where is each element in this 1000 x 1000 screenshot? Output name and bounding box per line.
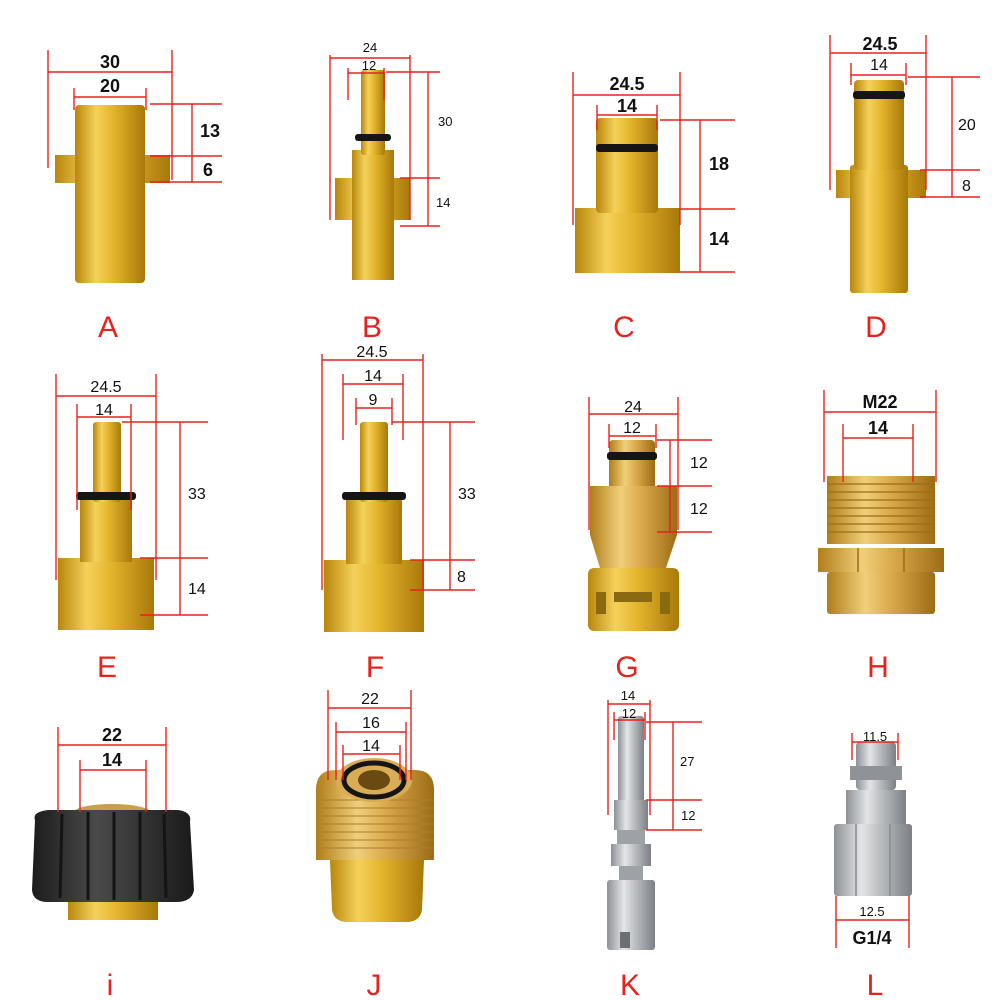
dim-j-mid: 16	[362, 715, 380, 732]
dim-d-outer: 24.5	[862, 34, 897, 54]
fitting-l: 11.5 12.5 G1/4 L	[834, 729, 912, 1000]
dim-h-thread: M22	[862, 392, 897, 412]
dim-l-top: 11.5	[863, 729, 887, 744]
dim-g-inner: 12	[623, 420, 641, 437]
dim-b-outer: 24	[363, 40, 377, 55]
dim-a-flange: 6	[203, 160, 213, 180]
label-f: F	[366, 651, 384, 684]
dim-c-flange: 14	[709, 229, 729, 249]
dim-k-height: 27	[680, 754, 694, 769]
dim-f-height: 33	[458, 486, 476, 503]
dim-l-body: 12.5	[859, 904, 884, 919]
fitting-k: 14 12 27 12 K	[607, 688, 702, 1000]
dim-e-flange: 14	[188, 581, 206, 598]
label-l: L	[867, 969, 884, 1000]
label-d: D	[865, 311, 887, 344]
dim-a-outer: 30	[100, 52, 120, 72]
dim-g-flange: 12	[690, 501, 708, 518]
label-b: B	[362, 311, 382, 344]
dim-k-inner: 12	[622, 706, 636, 721]
dim-b-height: 30	[438, 114, 452, 129]
fitting-g: 24 12 12 12 G	[588, 397, 712, 684]
dim-i-inner: 14	[102, 750, 122, 770]
fitting-c: 24.5 14 18 14 C	[572, 72, 735, 344]
dim-f-inner: 9	[369, 392, 378, 409]
dim-a-inner: 20	[100, 76, 120, 96]
dim-d-flange: 8	[962, 178, 971, 195]
label-i: i	[107, 969, 114, 1000]
dim-f-outer: 24.5	[356, 344, 387, 361]
dim-k-outer: 14	[621, 688, 635, 703]
dim-i-outer: 22	[102, 725, 122, 745]
dim-f-mid: 14	[364, 368, 382, 385]
fitting-b: 24 12 30 14 B	[329, 40, 452, 344]
dim-e-inner: 14	[95, 402, 113, 419]
fitting-i: 22 14 i	[32, 725, 194, 1000]
dim-b-flange: 14	[436, 195, 450, 210]
dim-c-outer: 24.5	[609, 74, 644, 94]
dim-d-height: 20	[958, 117, 976, 134]
dim-c-inner: 14	[617, 96, 637, 116]
label-e: E	[97, 651, 117, 684]
dim-d-inner: 14	[870, 57, 888, 74]
dim-c-height: 18	[709, 154, 729, 174]
fitting-d: 24.5 14 20 8 D	[829, 34, 980, 344]
label-a: A	[98, 311, 118, 344]
dim-g-outer: 24	[624, 399, 642, 416]
fitting-e: 24.5 14 33 14 E	[55, 374, 208, 684]
fitting-h: M22 14 H	[818, 390, 944, 684]
fitting-j: 22 16 14 J	[316, 690, 434, 1000]
label-j: J	[367, 969, 382, 1000]
dim-h-inner: 14	[868, 418, 888, 438]
dim-e-height: 33	[188, 486, 206, 503]
dim-j-outer: 22	[361, 691, 379, 708]
fitting-a: 30 20 13 6 A	[47, 50, 222, 344]
dim-f-flange: 8	[457, 569, 466, 586]
dim-b-inner: 12	[362, 58, 376, 73]
dim-l-thread: G1/4	[852, 928, 891, 948]
dim-a-height: 13	[200, 121, 220, 141]
label-k: K	[620, 969, 640, 1000]
dim-k-collar: 12	[681, 808, 695, 823]
dim-j-inner: 14	[362, 738, 380, 755]
label-h: H	[867, 651, 889, 684]
fitting-f: 24.5 14 9 33 8 F	[321, 344, 476, 684]
dim-e-outer: 24.5	[90, 379, 121, 396]
dim-g-height: 12	[690, 455, 708, 472]
label-g: G	[615, 651, 638, 684]
label-c: C	[613, 311, 635, 344]
